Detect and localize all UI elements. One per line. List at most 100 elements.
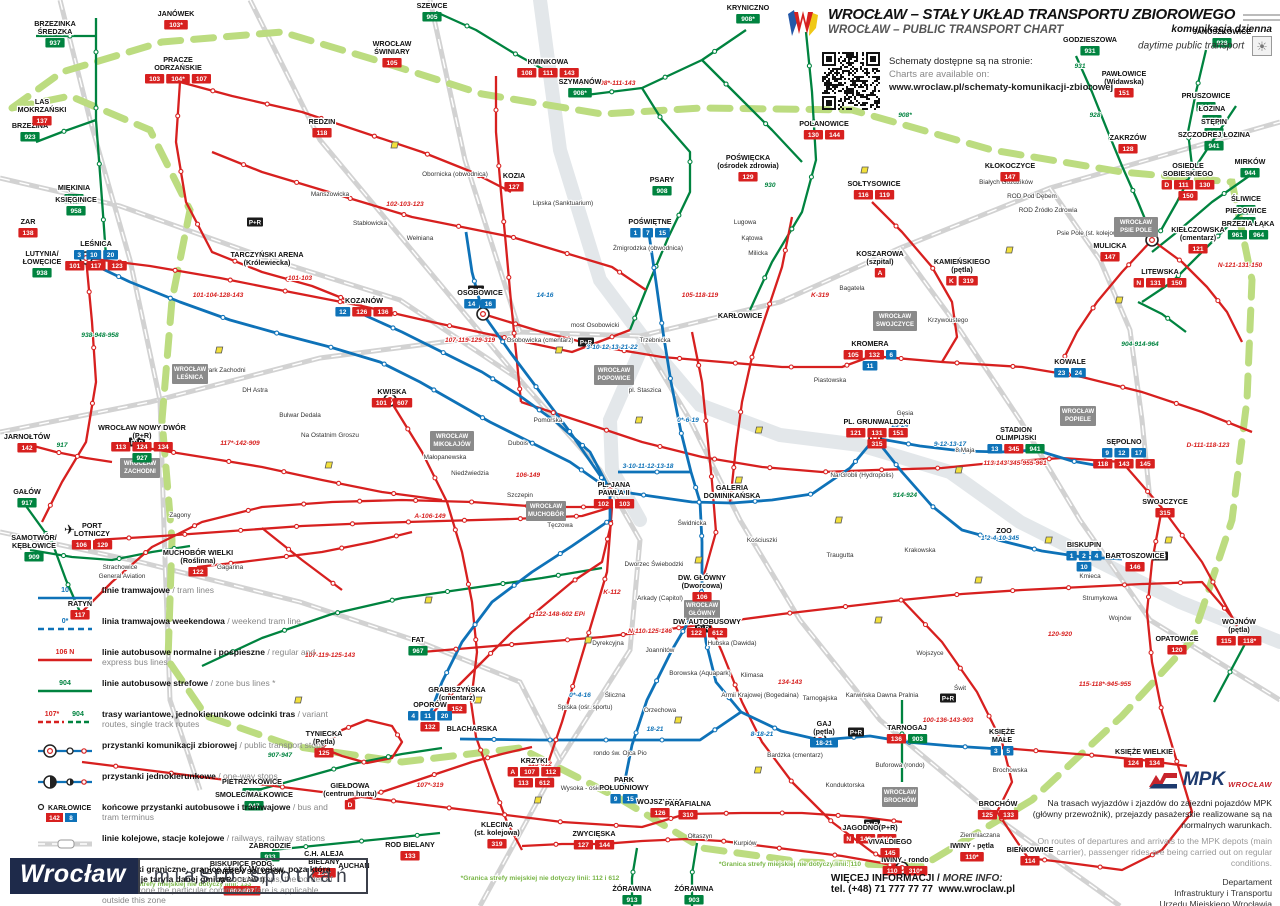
line-number-badge [191,74,211,84]
transit-stop [693,484,699,491]
terminus-name: ZAR [21,217,37,226]
line-number-badge [977,810,997,820]
transit-stop [905,441,912,447]
transit-stop [1121,582,1128,588]
transit-stop [782,247,788,253]
street-label: Lipska (Sanktuarium) [533,200,593,207]
street-label: Kurpiów [733,840,756,847]
transit-stop [303,844,309,850]
svg-text:147: 147 [1004,174,1015,181]
svg-text:111: 111 [543,70,554,77]
legend-label-en: / variant routes, single track routes [102,709,328,730]
svg-text:121: 121 [1192,246,1203,253]
transit-stop [405,519,411,525]
transit-stop [586,630,592,636]
transit-stop [620,631,626,638]
transit-stop [951,316,957,322]
terminus-name: STADION [1000,425,1032,434]
line-number-badge [1066,551,1077,561]
terminus-name: ROD BIELANY [385,840,435,849]
line-number-badge [164,20,188,30]
transit-stop [195,221,201,227]
svg-text:MUCHOBÓR: MUCHOBÓR [528,510,565,518]
bike-rental-icon [474,696,483,704]
svg-text:138: 138 [22,230,33,237]
svg-text:958: 958 [70,208,81,215]
street-label: Park Zachodni [204,367,245,374]
zone-bus-line [435,10,549,74]
qr-url: www.wroclaw.pl/schematy-komunikacji-zbio… [889,81,1114,93]
terminus-name: OPATOWICE [1155,634,1198,643]
line-number-badge [987,444,1003,454]
line-number-badge [593,499,613,509]
line-number-badge [877,834,897,844]
daytime-label-en: daytime public transport [1138,40,1245,52]
transit-stop [557,819,563,825]
terminus-label: AUCHAN [337,860,371,871]
transit-stop [662,74,668,80]
more-info-pl: WIĘCEJ INFORMACJI [830,873,935,884]
terminus-label: BLACHARSKA [445,723,498,734]
street-label: Konduktorska [825,782,865,789]
transit-stop [1010,363,1016,369]
transit-stop [389,597,395,603]
transit-stop [338,294,344,301]
bike-rental-icon [214,346,224,354]
terminus-name: PAWŁA II [598,488,629,497]
transit-stop [347,195,353,202]
terminus-name: GRABISZYŃSKA [428,685,486,694]
transit-stop [511,330,517,336]
transit-stop [529,440,535,446]
svg-text:125: 125 [982,812,993,819]
terminus-name: MUCHOBÓR WIELKI [163,548,233,557]
transit-stop [891,818,897,824]
terminus-name: (centrum hurtu) [323,789,377,798]
daytime-badge: komunikacja dzienna daytime public trans… [1138,24,1272,56]
svg-text:145: 145 [1140,461,1151,468]
legend-symbol-stops [36,740,94,767]
transit-stop [954,591,960,598]
svg-text:WROCŁAW: WROCŁAW [879,314,912,320]
legend-label-pl: przystanki graniczne, granice strefy Wro… [102,864,331,885]
railway-line [0,529,563,762]
svg-text:20: 20 [441,713,449,720]
svg-text:A: A [510,769,515,776]
terminus-name: OLIMPIJSKI [996,433,1037,442]
terminus-label: GAJ(pętla)18-21 [810,718,838,748]
line-number-badge [692,592,712,602]
terminus-name: LITEWSKA [1141,267,1179,276]
terminus-name: GALERIA [716,483,748,492]
line-number-badge [1196,102,1216,112]
svg-text:WROCŁAW: WROCŁAW [530,504,563,510]
terminus-name: MIĘKINIA [58,183,90,192]
svg-text:16: 16 [485,301,493,308]
transit-stop [756,733,762,739]
transit-stop [844,362,850,368]
svg-text:119: 119 [879,192,890,199]
svg-text:112: 112 [545,769,556,776]
line-number-badge [1167,278,1187,288]
terminus-name: POŚWIĘCKA [726,153,770,162]
transit-stop [168,770,174,776]
line-number-badge [1161,180,1172,190]
line-number-badge [1076,562,1092,572]
svg-text:931: 931 [1084,48,1095,55]
transit-stop [448,690,454,696]
transit-stop [1179,532,1185,538]
street-label: Obornicka (obwodnica) [422,171,488,178]
legend-symbol-oneway [36,771,94,798]
terminus-name: PSARY [650,175,675,184]
line-number-badge [1145,758,1165,768]
transit-stop [465,581,471,587]
